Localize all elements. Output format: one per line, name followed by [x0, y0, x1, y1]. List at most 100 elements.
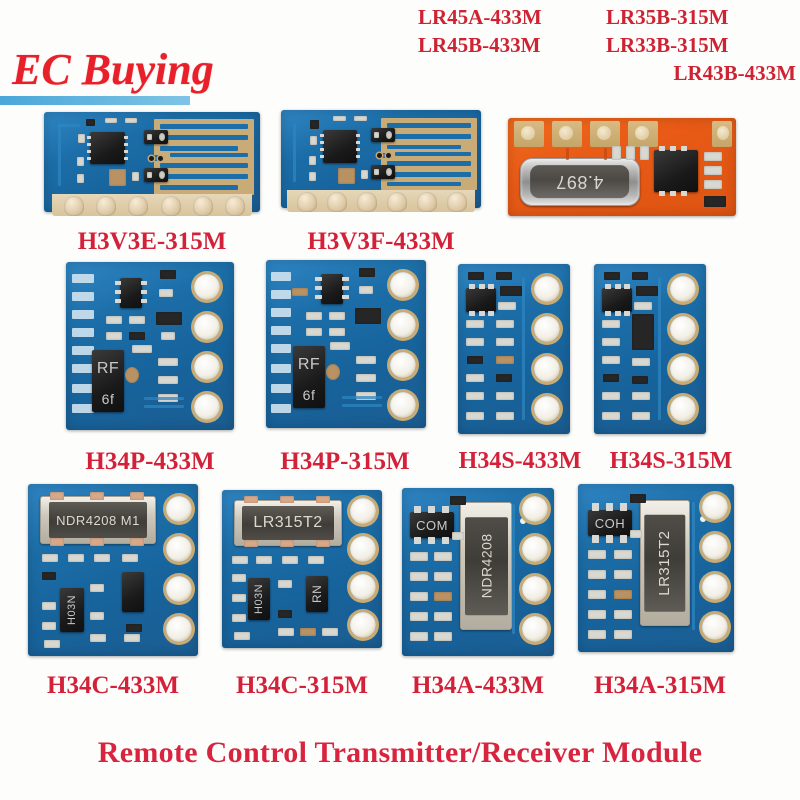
through-hole-pad: [390, 352, 416, 378]
smd-component: [496, 392, 514, 400]
smd-component: [434, 552, 452, 561]
smd-component: [361, 170, 368, 179]
through-hole-pad: [166, 616, 192, 642]
main-ic-chip: [654, 146, 698, 196]
main-ic-marking: COH: [594, 515, 626, 531]
main-ic-chip: [87, 132, 128, 164]
smd-component: [106, 316, 122, 324]
caption-h34a-433m: H34A-433M: [412, 672, 544, 699]
smd-component: [329, 312, 345, 320]
pad-silk: [72, 346, 94, 355]
through-hole-pad: [166, 496, 192, 522]
smd-component: [410, 552, 428, 561]
secondary-ic: [122, 572, 144, 612]
castellated-pad: [327, 192, 347, 212]
saw-resonator: LR315T2: [640, 500, 690, 626]
rf-transistor-mark-top: RF: [297, 356, 321, 373]
part-code-lr43b-433m: LR43B-433M: [673, 60, 797, 85]
through-hole-pad: [534, 276, 560, 302]
antenna-feed-component-top: [144, 130, 168, 144]
smd-component: [604, 272, 620, 280]
smd-component: [68, 554, 84, 562]
part-code-lr45a-433m: LR45A-433M: [418, 5, 542, 29]
pcb-substrate: NDR4208 COM: [402, 488, 554, 656]
secondary-ic: RN: [306, 576, 328, 612]
smd-component: [158, 376, 178, 384]
smd-component: [612, 146, 621, 160]
through-hole-pad: [350, 574, 376, 600]
castellated-pad: [357, 192, 377, 212]
smd-component: [466, 412, 484, 420]
board-h34a-433m: NDR4208 COM: [402, 488, 554, 656]
smd-component: [234, 632, 250, 640]
resonator-solder-pad: [90, 538, 104, 546]
smd-component: [42, 554, 58, 562]
smd-component: [602, 356, 620, 364]
pad-silk: [72, 292, 94, 301]
board-h34c-433m: NDR4208 M1 H03N: [28, 484, 198, 656]
resonator-marking: LR315T2: [242, 505, 334, 541]
smd-component: [450, 496, 466, 505]
smd-component: [626, 146, 635, 160]
smd-component: [77, 174, 84, 183]
part-code-lr33b-315m: LR33B-315M: [606, 32, 729, 57]
through-hole-pad: [194, 314, 220, 340]
caption-h34p-433m: H34P-433M: [85, 448, 215, 475]
castellated-pad: [417, 192, 437, 212]
pad-silk: [271, 272, 291, 281]
top-partnumber-row-2: LR45B-433M LR33B-315M: [418, 32, 796, 60]
smd-component: [333, 116, 346, 121]
part-code-lr45b-433m: LR45B-433M: [418, 32, 541, 57]
smd-component: [232, 594, 246, 602]
board-h34p-315m: RF 6f: [266, 260, 426, 428]
castellated-pad: [225, 196, 245, 216]
smd-component: [410, 632, 428, 641]
smd-component: [329, 328, 345, 336]
antenna-feed-component-bottom: [371, 165, 395, 179]
pad-silk: [271, 326, 291, 335]
smd-component: [496, 338, 514, 346]
smd-component: [109, 169, 126, 186]
main-ic-chip: COH: [588, 503, 632, 543]
smd-component: [632, 392, 650, 400]
smd-component: [232, 556, 248, 564]
top-partnumber-row-3: LR43B-433M: [418, 60, 797, 88]
smd-component: [159, 289, 173, 297]
smd-component: [310, 120, 319, 129]
pad-silk: [72, 364, 94, 373]
smd-component: [588, 550, 606, 559]
logo-underline-bar: [0, 96, 190, 105]
pcb-trace: [566, 148, 569, 160]
rf-transistor: RF 6f: [92, 350, 124, 412]
smd-component: [300, 628, 316, 636]
pcb-trace: [342, 396, 382, 399]
smd-component: [310, 136, 317, 145]
pad-hole: [635, 126, 649, 140]
castellated-pad: [128, 196, 148, 216]
smd-component: [498, 302, 516, 310]
brand-logo: EC Buying: [12, 45, 214, 94]
castellated-pad: [297, 192, 317, 212]
through-hole-pad: [534, 356, 560, 382]
through-hole-pad: [522, 536, 548, 562]
smd-component: [122, 554, 138, 562]
caption-h34c-433m: H34C-433M: [47, 672, 179, 699]
smd-component: [467, 356, 483, 364]
resonator-solder-pad: [316, 540, 330, 547]
smd-component: [94, 554, 110, 562]
smd-component: [588, 590, 606, 599]
through-hole-pad: [702, 534, 728, 560]
smd-component: [466, 392, 484, 400]
smd-component: [306, 328, 322, 336]
smd-component: [496, 320, 514, 328]
board-h34s-315m: [594, 264, 706, 434]
through-hole-pad: [194, 354, 220, 380]
smd-component: [132, 172, 139, 181]
resonator-solder-pad: [280, 540, 294, 547]
smd-component: [410, 592, 428, 601]
smd-component: [278, 580, 292, 588]
main-ic-marking: COM: [416, 517, 448, 533]
smd-component: [588, 570, 606, 579]
smd-component: [466, 374, 484, 382]
